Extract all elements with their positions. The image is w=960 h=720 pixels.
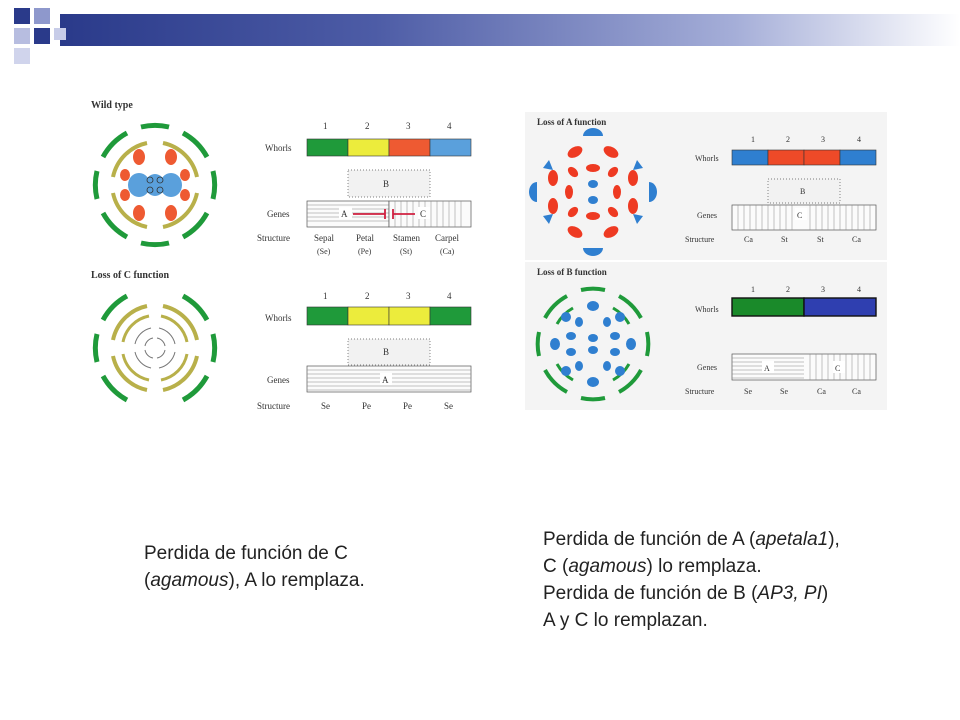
panel-loss-of-c: Loss of C function 1 2 3 4 Whorls B xyxy=(91,270,472,411)
whorl-number: 3 xyxy=(821,135,825,144)
flower-diagram-loss-c xyxy=(92,293,218,403)
structure-name: Ca xyxy=(817,387,826,396)
whorl-number: 3 xyxy=(406,121,411,131)
structure-label: Structure xyxy=(685,387,715,396)
structure-name: Pe xyxy=(362,401,371,411)
structure-name: Ca xyxy=(744,235,753,244)
genes-label: Genes xyxy=(697,363,717,372)
whorls-label: Whorls xyxy=(695,305,719,314)
caption-line: Perdida de función de C xyxy=(144,543,348,564)
caption-loss-of-a-b: Perdida de función de A (apetala1), C (a… xyxy=(543,526,840,634)
structure-name: Ca xyxy=(852,387,861,396)
deco-square xyxy=(14,28,30,44)
whorl-number: 4 xyxy=(857,135,861,144)
deco-square xyxy=(14,48,30,64)
gene-c-label: C xyxy=(420,209,426,219)
whorl-number: 1 xyxy=(323,121,328,131)
structure-name: Se xyxy=(321,401,330,411)
gene-a-label: A xyxy=(382,375,389,385)
whorl-number: 1 xyxy=(751,135,755,144)
structure-name: St xyxy=(817,235,824,244)
whorl-number: 2 xyxy=(365,291,370,301)
structure-name: Sepal xyxy=(314,233,334,243)
structure-name: Stamen xyxy=(393,233,420,243)
caption-line: (agamous), A lo remplaza. xyxy=(144,570,365,591)
structure-label: Structure xyxy=(257,401,290,411)
whorl-number: 3 xyxy=(821,285,825,294)
panel-wild-type: Wild type 1 2 3 4 Whorls xyxy=(91,100,472,256)
deco-square xyxy=(34,28,50,44)
structure-name: Pe xyxy=(403,401,412,411)
panel-loss-of-a: Loss of A function 1 2 3 4 Whorls B xyxy=(525,112,887,260)
structure-abbr: (Pe) xyxy=(358,247,372,256)
gene-a-label: A xyxy=(764,364,770,373)
panel-title: Loss of B function xyxy=(537,267,607,277)
caption-line: A y C lo remplazan. xyxy=(543,610,708,631)
deco-square xyxy=(34,8,50,24)
gene-a-label: A xyxy=(341,209,348,219)
structure-abbr: (St) xyxy=(400,247,412,256)
deco-square xyxy=(14,8,30,24)
whorls-label: Whorls xyxy=(695,154,719,163)
structure-name: Carpel xyxy=(435,233,459,243)
panel-title: Loss of C function xyxy=(91,270,170,281)
whorl-number: 2 xyxy=(786,285,790,294)
structure-name: Petal xyxy=(356,233,374,243)
genes-label: Genes xyxy=(697,211,717,220)
caption-line: Perdida de función de B (AP3, PI) xyxy=(543,583,829,604)
gene-c-label: C xyxy=(835,364,840,373)
structure-abbr: (Ca) xyxy=(440,247,455,256)
flower-diagram-loss-a xyxy=(529,128,657,256)
caption-line: Perdida de función de A (apetala1), xyxy=(543,529,840,550)
flower-diagram-loss-b xyxy=(535,286,651,402)
whorl-number: 3 xyxy=(406,291,411,301)
structure-label: Structure xyxy=(257,233,290,243)
structure-abbr: (Se) xyxy=(317,247,331,256)
genes-label: Genes xyxy=(267,209,290,219)
structure-name: Se xyxy=(444,401,453,411)
whorl-number: 4 xyxy=(857,285,861,294)
whorl-number: 2 xyxy=(786,135,790,144)
gene-b-label: B xyxy=(800,187,805,196)
caption-loss-of-c: Perdida de función de C (agamous), A lo … xyxy=(144,540,365,594)
genes-label: Genes xyxy=(267,375,290,385)
structure-name: St xyxy=(781,235,788,244)
gene-c-label: C xyxy=(797,211,802,220)
structure-name: Se xyxy=(744,387,752,396)
whorl-number: 2 xyxy=(365,121,370,131)
deco-square xyxy=(54,28,66,40)
whorls-label: Whorls xyxy=(265,143,292,153)
panel-title: Wild type xyxy=(91,100,133,111)
whorl-number: 1 xyxy=(323,291,328,301)
gene-b-label: B xyxy=(383,347,389,357)
gene-b-label: B xyxy=(383,179,389,189)
structure-label: Structure xyxy=(685,235,715,244)
panel-title: Loss of A function xyxy=(537,117,606,127)
structure-name: Ca xyxy=(852,235,861,244)
caption-line: C (agamous) lo remplaza. xyxy=(543,556,762,577)
whorls-label: Whorls xyxy=(265,313,292,323)
whorl-number: 1 xyxy=(751,285,755,294)
title-bar-gradient xyxy=(60,14,960,46)
structure-name: Se xyxy=(780,387,788,396)
whorl-number: 4 xyxy=(447,291,452,301)
flower-diagram-wild xyxy=(92,122,218,248)
whorl-number: 4 xyxy=(447,121,452,131)
panel-loss-of-b: Loss of B function 1 2 3 4 Whorls xyxy=(525,262,887,410)
